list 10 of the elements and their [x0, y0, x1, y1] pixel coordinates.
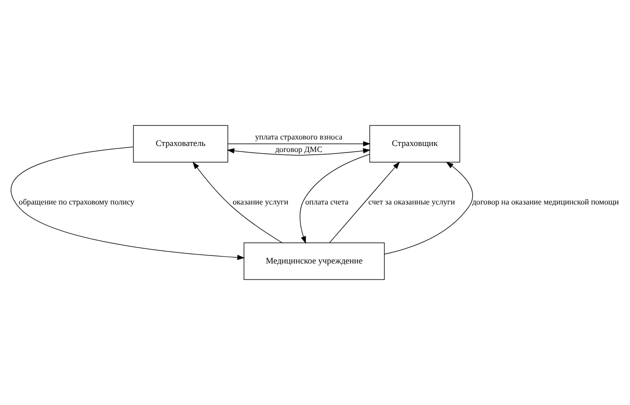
arrow [329, 162, 400, 244]
node-box: Страхователь [133, 125, 228, 162]
arrow [300, 154, 370, 244]
node-box: Медицинское учреждение [244, 242, 385, 280]
arrow [384, 162, 473, 255]
node-box: Страховщик [369, 125, 460, 162]
arrow [226, 148, 371, 156]
arrow [192, 162, 283, 244]
arrow [10, 146, 245, 260]
arrow [228, 141, 371, 146]
